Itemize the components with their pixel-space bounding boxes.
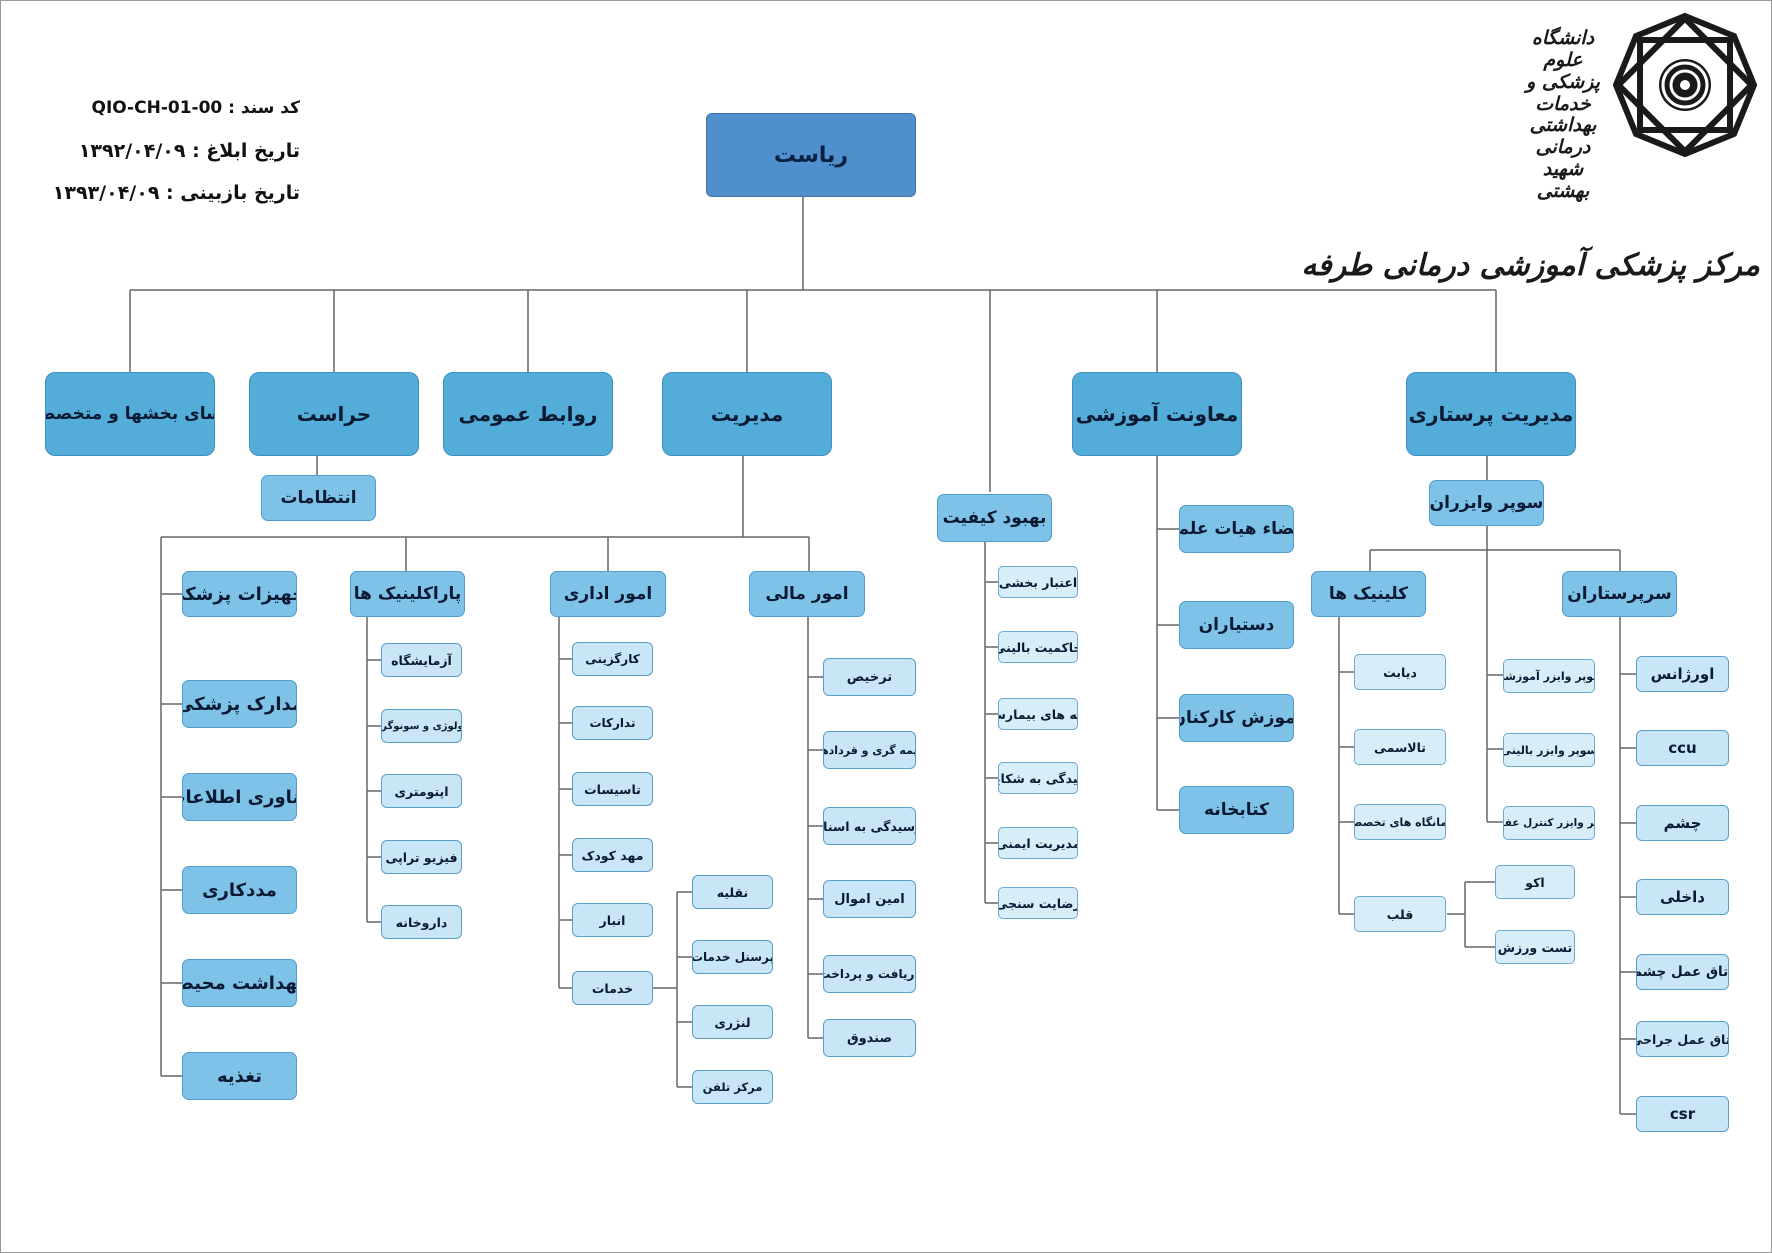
university-logo-icon — [1612, 12, 1758, 158]
ward-emergency: اورژانس — [1636, 656, 1729, 692]
ward-ccu: ccu — [1636, 730, 1729, 766]
paraclinic-optometry: اپتومتری — [381, 774, 462, 808]
clinic-cardiology: قلب — [1354, 896, 1446, 932]
supervisor-clinical: سوپر وایزر بالینی — [1503, 733, 1595, 767]
finance-document-review: رسیدگی به اسناد — [823, 807, 916, 845]
clinic-thalassemia: تالاسمی — [1354, 729, 1446, 765]
document-code: کد سند : QIO-CH-01-00 — [91, 98, 300, 118]
supervisor-infection-control: سوپر وایزر کنترل عفونت — [1503, 806, 1595, 840]
unit-nutrition: تغذیه — [182, 1052, 297, 1100]
education-faculty: اعضاء هیات علمی — [1179, 505, 1294, 553]
unit-medical-records: مدارک پزشکی — [182, 680, 297, 728]
review-date: تاریخ بازبینی : ۱۳۹۳/۰۴/۰۹ — [52, 182, 300, 204]
department-heads: روسای بخشها و متخصصین — [45, 372, 215, 456]
finance-discharge: ترخیص — [823, 658, 916, 696]
paraclinic-radiology: رادیولوژی و سونوگرافی — [381, 709, 462, 743]
ward-surgery-operating-room: اتاق عمل جراحی — [1636, 1021, 1729, 1057]
finance-insurance-contracts: بیمه گری و قردادها — [823, 731, 916, 769]
paraclinic-laboratory: آزمایشگاه — [381, 643, 462, 677]
education-library: کتابخانه — [1179, 786, 1294, 834]
education-staff-training: اموزش کارکنان — [1179, 694, 1294, 742]
security: حراست — [249, 372, 419, 456]
finance-property-custodian: امین اموال — [823, 880, 916, 918]
quality-item-complaints: رسیدگی به شکایات — [998, 762, 1078, 794]
cardiology-stress-test: تست ورزش — [1495, 930, 1575, 964]
supervisor-education: سوپر وایزر آموزشی — [1503, 659, 1595, 693]
quality-item-accreditation: اعتبار بخشی — [998, 566, 1078, 598]
paraclinic-physiotherapy: فیزیو تراپی — [381, 840, 462, 874]
center-name: مرکز پزشکی آموزشی درمانی طرفه — [1301, 248, 1760, 283]
admin-procurement: تدارکات — [572, 706, 653, 740]
root-presidency: ریاست — [706, 113, 916, 197]
education-residents: دستیاران — [1179, 601, 1294, 649]
clinic-specialty: درمانگاه های تخصصی — [1354, 804, 1446, 840]
finance-receipts-payments: دریافت و پرداخت — [823, 955, 916, 993]
finance-cash-desk: صندوق — [823, 1019, 916, 1057]
admin-warehouse: انبار — [572, 903, 653, 937]
university-name: دانشگاه علوم پزشکی و خدمات بهداشتی درمان… — [1526, 27, 1600, 202]
quality-item-satisfaction: رضایت سنجی — [998, 887, 1078, 919]
paraclinic-pharmacy: داروخانه — [381, 905, 462, 939]
ward-eye-operating-room: اتاق عمل چشم — [1636, 954, 1729, 990]
head-nurses: سرپرستاران — [1562, 571, 1677, 617]
services-staff: پرسنل خدمات — [692, 940, 773, 974]
quality-improvement: بهبود کیفیت — [937, 494, 1052, 542]
nursing-management: مدیریت پرستاری — [1406, 372, 1576, 456]
services-laundry: لنژری — [692, 1005, 773, 1039]
issue-date: تاریخ ابلاغ : ۱۳۹۲/۰۴/۰۹ — [78, 140, 300, 162]
services-transport: نقلیه — [692, 875, 773, 909]
unit-information-technology: فناوری اطلاعات — [182, 773, 297, 821]
admin-services: خدمات — [572, 971, 653, 1005]
cardiology-echo: اکو — [1495, 865, 1575, 899]
public-relations: روابط عمومی — [443, 372, 613, 456]
guards-unit: انتظامات — [261, 475, 376, 521]
admin-personnel: کارگزینی — [572, 642, 653, 676]
unit-medical-equipment: تجهیزات پزشکی — [182, 571, 297, 617]
paraclinics: پاراکلینیک ها — [350, 571, 465, 617]
admin-daycare: مهد کودک — [572, 838, 653, 872]
finance: امور مالی — [749, 571, 865, 617]
unit-social-work: مددکاری — [182, 866, 297, 914]
unit-environmental-health: بهداشت محیط — [182, 959, 297, 1007]
ward-ophthalmology: چشم — [1636, 805, 1729, 841]
ward-csr: csr — [1636, 1096, 1729, 1132]
management: مدیریت — [662, 372, 832, 456]
administration: امور اداری — [550, 571, 666, 617]
clinics: کلینیک ها — [1311, 571, 1426, 617]
quality-item-hospital-committees: کمیته های بیمارستان — [998, 698, 1078, 730]
quality-item-clinical-governance: حاکمیت بالینی — [998, 631, 1078, 663]
quality-item-safety: مدیریت ایمنی — [998, 827, 1078, 859]
supervisors: سوپر وایزران — [1429, 480, 1544, 526]
services-telephone-center: مرکز تلفن — [692, 1070, 773, 1104]
education-deputy: معاونت آموزشی — [1072, 372, 1242, 456]
admin-facilities: تاسیسات — [572, 772, 653, 806]
clinic-diabetes: دیابت — [1354, 654, 1446, 690]
branding: دانشگاه علوم پزشکی و خدمات بهداشتی درمان… — [1301, 10, 1760, 310]
ward-internal: داخلی — [1636, 879, 1729, 915]
